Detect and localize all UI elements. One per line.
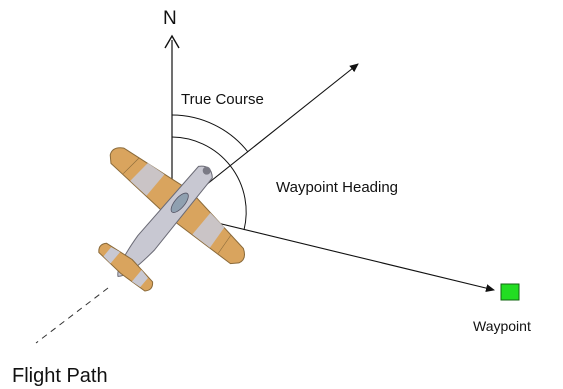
true-course-arc [171,114,249,153]
waypoint-heading-arc [171,136,247,231]
flight-path-line [35,287,109,344]
waypoint-label: Waypoint [473,318,531,334]
flight-path-label: Flight Path [12,365,108,387]
aircraft-icon [98,147,245,292]
true-course-label: True Course [181,91,264,108]
north-label: N [163,8,177,29]
waypoint-heading-line [171,211,495,293]
north-arrowhead [164,34,180,49]
waypoint-heading-label: Waypoint Heading [276,179,398,196]
waypoint-marker-icon [500,283,520,301]
